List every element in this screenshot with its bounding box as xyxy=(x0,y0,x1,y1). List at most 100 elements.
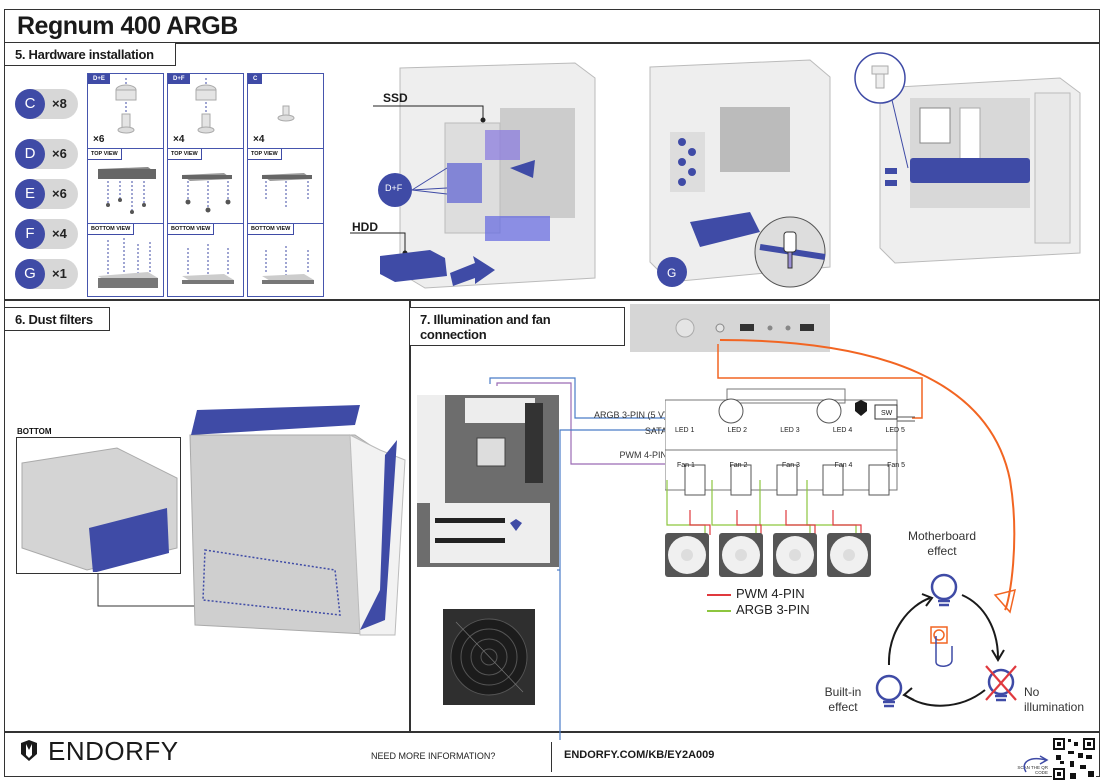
fan-icon xyxy=(827,533,871,577)
fan-icon xyxy=(719,533,763,577)
argb-wire-label: ARGB 3-PIN (5 V) xyxy=(593,410,667,420)
qr-code[interactable] xyxy=(1052,737,1096,781)
fan-cables xyxy=(666,480,862,535)
part-g: G ×1 xyxy=(15,259,78,289)
bottom-view-cell: BOTTOM VIEW xyxy=(167,223,244,297)
hand-icon xyxy=(935,636,953,667)
legend-label-argb: ARGB 3-PIN xyxy=(736,602,810,617)
scan-qr-text: SCAN THE QR CODE xyxy=(1017,765,1048,775)
part-qty: ×6 xyxy=(52,186,67,201)
argb-wire xyxy=(489,377,668,419)
fan-label: Fan 1 xyxy=(677,462,695,469)
part-f: F×4 xyxy=(15,219,78,249)
fan-icon xyxy=(665,533,709,577)
fan-hub-diagram xyxy=(665,388,915,496)
part-letter: G xyxy=(15,259,45,289)
part-qty: ×1 xyxy=(52,266,67,281)
view-tag: BOTTOM VIEW xyxy=(168,224,215,235)
support-link[interactable]: ENDORFY.COM/KB/EY2A009 xyxy=(564,749,715,761)
brand-name: ENDORFY xyxy=(48,736,179,766)
bottom-inset xyxy=(16,437,181,574)
view-tag: TOP VIEW xyxy=(88,149,122,160)
case-ssd-hdd-illustration xyxy=(350,62,596,289)
bottom-view-cell: BOTTOM VIEW xyxy=(247,223,324,297)
cycle-label-off: No illumination xyxy=(1024,685,1085,714)
part-qty: ×4 xyxy=(52,226,67,241)
part-e: E ×6 xyxy=(15,179,78,209)
fan-label: Fan 3 xyxy=(782,462,800,469)
arrow-icon xyxy=(904,689,986,707)
legend-swatch-argb xyxy=(707,610,731,612)
qr-arrow-icon xyxy=(1023,755,1049,773)
part-qty: ×6 xyxy=(52,146,67,161)
screw-cell: D+E ×6 xyxy=(87,73,164,149)
led-label: LED 5 xyxy=(885,427,905,434)
cycle-label-motherboard: Motherboard effect xyxy=(907,529,977,558)
view-tag: BOTTOM VIEW xyxy=(248,224,295,235)
cross-icon xyxy=(985,665,1017,701)
fan-label: Fan 2 xyxy=(729,462,748,469)
screw-cell: D+F ×4 xyxy=(167,73,244,149)
screw-count: ×6 xyxy=(93,134,105,145)
hub-fan-labels: Fan 1 Fan 2 Fan 3 Fan 4 Fan 5 xyxy=(677,462,905,469)
cycle-label-builtin: Built-in effect xyxy=(824,685,862,714)
legend-swatch-pwm xyxy=(707,594,731,596)
section-heading-hardware: 5. Hardware installation xyxy=(4,42,176,66)
hub-led-labels: LED 1 LED 2 LED 3 LED 4 LED 5 xyxy=(675,427,905,434)
led-label: LED 3 xyxy=(780,427,800,434)
top-view-cell: TOP VIEW xyxy=(247,148,324,224)
bottom-view-cell: BOTTOM VIEW xyxy=(87,223,164,297)
screw-count: ×4 xyxy=(173,134,185,145)
case-retention-illustration xyxy=(649,59,831,288)
illumination-cycle xyxy=(875,573,1017,708)
df-callout: D+F xyxy=(385,183,403,193)
fan-icon xyxy=(773,533,817,577)
standoff-screw-icon xyxy=(115,78,137,134)
screw-tag: D+E xyxy=(88,74,110,84)
bulb-builtin-icon xyxy=(875,674,903,708)
sata-wire-label: SATA xyxy=(644,426,667,436)
hdd-bottom-view-illustration xyxy=(98,238,158,288)
divider xyxy=(551,742,552,772)
led-label: LED 4 xyxy=(832,427,853,434)
brand-logo: ENDORFY xyxy=(18,736,179,767)
motherboard-illustration xyxy=(417,395,559,567)
psu-illustration xyxy=(443,609,535,705)
wiring-diagram xyxy=(489,339,1017,740)
divider xyxy=(4,42,1100,44)
view-tag: BOTTOM VIEW xyxy=(88,224,135,235)
top-view-cell: TOP VIEW xyxy=(87,148,164,224)
part-qty: ×8 xyxy=(52,96,67,111)
fan-label: Fan 5 xyxy=(887,462,905,469)
endorfy-logo-icon xyxy=(855,400,867,416)
view-tag: TOP VIEW xyxy=(248,149,282,160)
top-view-cell: TOP VIEW xyxy=(167,148,244,224)
bottom-label: BOTTOM xyxy=(17,427,52,436)
screw-count: ×4 xyxy=(253,134,265,145)
pwm-wire-label: PWM 4-PIN xyxy=(619,450,667,460)
g-callout: G xyxy=(667,266,677,280)
ssd-bottom-view-illustration xyxy=(262,246,314,284)
divider xyxy=(4,731,1100,733)
pwm-wire xyxy=(496,382,668,465)
ssd-callout: SSD xyxy=(383,91,408,105)
fan-label: Fan 4 xyxy=(834,462,853,469)
legend-label-pwm: PWM 4-PIN xyxy=(736,586,805,601)
case-dust-filters-illustration xyxy=(189,405,406,636)
fans-row xyxy=(665,533,871,577)
ssd-top-view-illustration xyxy=(262,173,312,207)
ssd-top-view-illustration xyxy=(182,173,232,213)
endorfy-logo-icon xyxy=(18,738,40,761)
bulb-off-icon xyxy=(987,668,1015,702)
mounting-grid: D+E ×6 TOP VIEW BOTTOM VIEW D+F ×4 xyxy=(87,73,324,297)
bottom-filter-illustration xyxy=(21,447,178,573)
section-heading-dust: 6. Dust filters xyxy=(4,307,110,331)
arrow-icon xyxy=(887,597,931,666)
arrow-icon xyxy=(961,594,999,659)
need-info-text: NEED MORE INFORMATION? xyxy=(371,751,496,761)
part-d: D ×6 xyxy=(15,139,78,169)
screw-tag: D+F xyxy=(168,74,190,84)
screw-tag: C xyxy=(248,74,263,84)
part-letter: E xyxy=(15,179,45,209)
part-letter: D xyxy=(15,139,45,169)
